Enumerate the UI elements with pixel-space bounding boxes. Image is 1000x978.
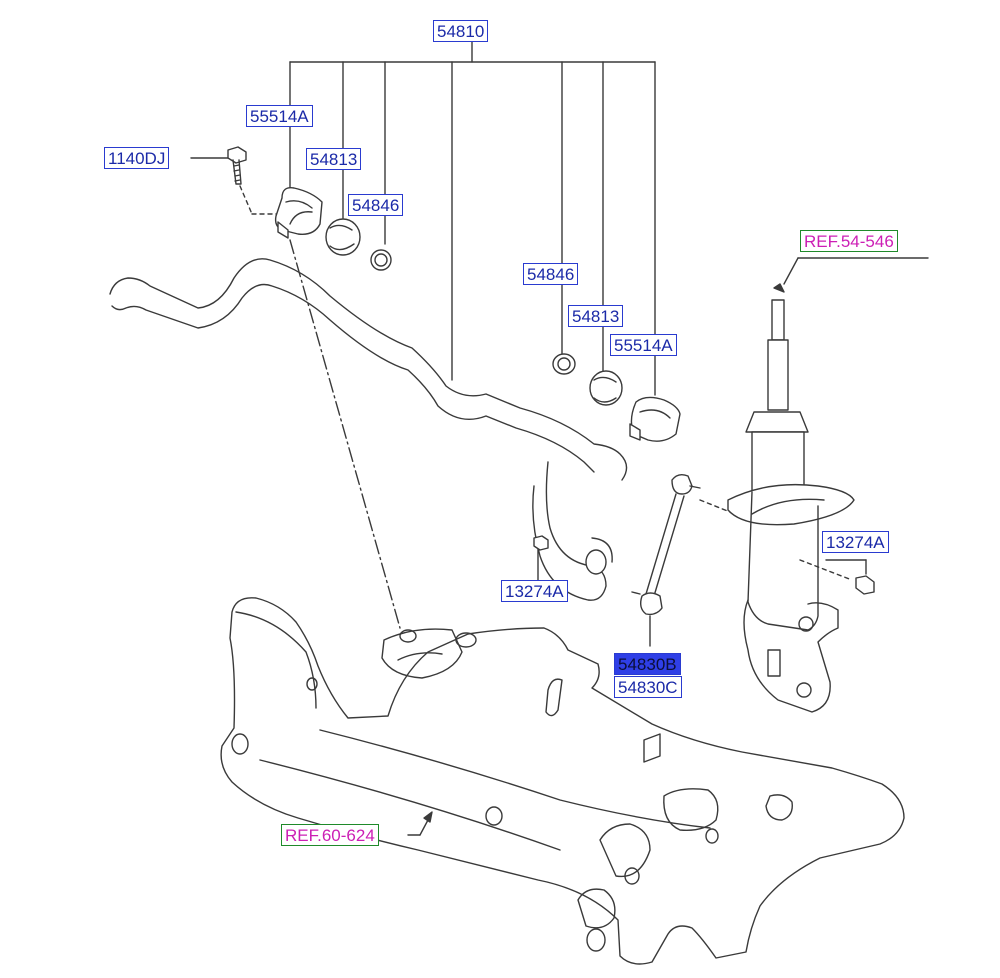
label-54810[interactable]: 54810 bbox=[433, 20, 489, 42]
label-55514A-top[interactable]: 55514A bbox=[246, 105, 313, 127]
strut-assembly bbox=[727, 257, 929, 713]
bushing-set-right bbox=[552, 353, 681, 442]
label-1140DJ[interactable]: 1140DJ bbox=[104, 147, 170, 169]
label-54830B[interactable]: 54830B bbox=[614, 653, 681, 675]
label-13274A-right[interactable]: 13274A bbox=[822, 531, 889, 553]
stabilizer-link bbox=[631, 473, 741, 647]
label-54813-top[interactable]: 54813 bbox=[306, 148, 362, 170]
ref-60-624-leader bbox=[407, 811, 433, 836]
label-54846-top[interactable]: 54846 bbox=[348, 194, 404, 216]
ref-label-60-624[interactable]: REF.60-624 bbox=[281, 824, 379, 846]
label-54813-mid[interactable]: 54813 bbox=[568, 305, 624, 327]
label-13274A-left[interactable]: 13274A bbox=[501, 580, 568, 602]
label-55514A-mid[interactable]: 55514A bbox=[610, 334, 677, 356]
label-54846-mid[interactable]: 54846 bbox=[523, 263, 579, 285]
ref-label-54-546[interactable]: REF.54-546 bbox=[800, 230, 898, 252]
label-54830C[interactable]: 54830C bbox=[614, 676, 682, 698]
mount-leader bbox=[289, 239, 401, 629]
front-subframe bbox=[220, 597, 905, 965]
bolt-1140DJ bbox=[190, 146, 283, 215]
bushing-set-left bbox=[274, 187, 392, 271]
stabilizer-bar bbox=[109, 258, 628, 601]
